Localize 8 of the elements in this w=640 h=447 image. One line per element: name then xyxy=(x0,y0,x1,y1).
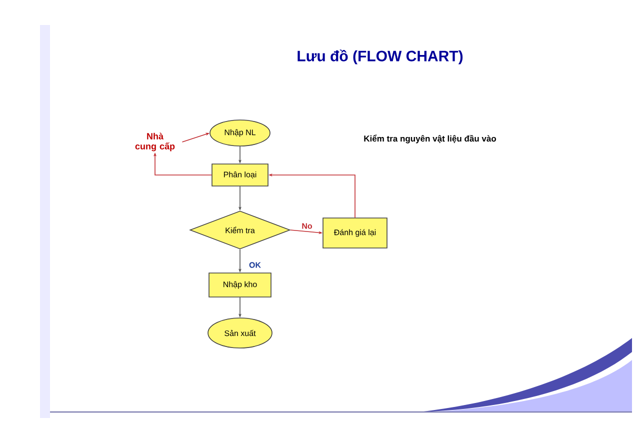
edge-label: No xyxy=(300,222,314,230)
process-box: Phân loại xyxy=(212,164,268,186)
supplier-label: Nhà cung cấp xyxy=(135,132,175,152)
process-box: Nhập kho xyxy=(208,272,272,298)
note-text: Kiểm tra nguyên vật liệu đầu vào xyxy=(364,134,496,144)
slide-title: Lưu đồ (FLOW CHART) xyxy=(298,50,463,64)
process-box: Đánh giá lại xyxy=(322,218,388,248)
edge-label: OK xyxy=(248,261,262,269)
